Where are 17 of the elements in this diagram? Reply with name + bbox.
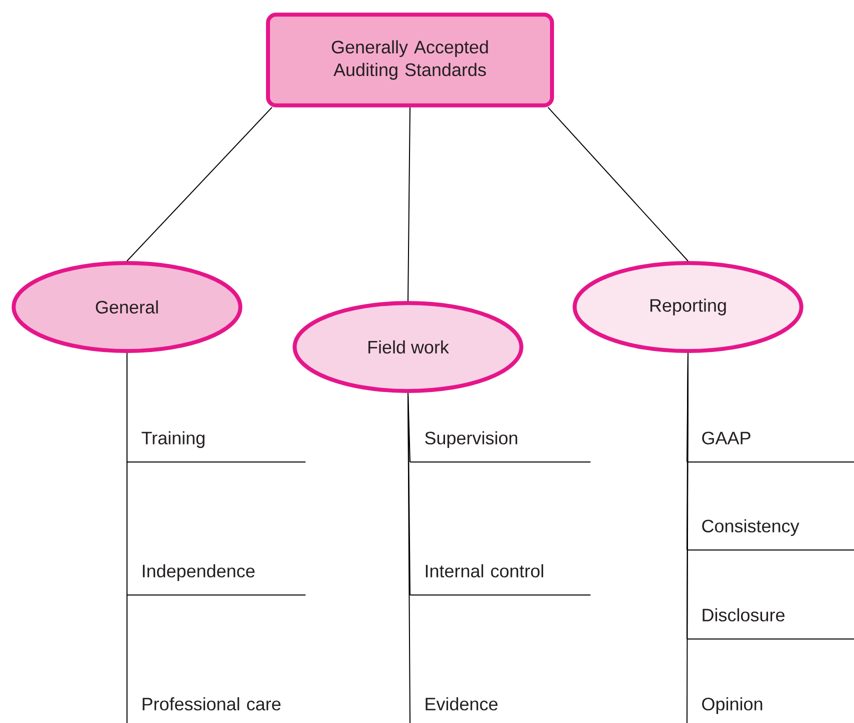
underlined-label: Internal control	[410, 564, 592, 596]
connector-line	[408, 392, 410, 723]
underlined-label: Evidence	[426, 697, 498, 710]
connector-line	[126, 106, 272, 262]
root-box: Generally Accepted Auditing Standards	[266, 12, 554, 108]
underlined-label: Independence	[126, 564, 306, 596]
underlined-label: Opinion	[702, 697, 762, 714]
connector-line	[548, 106, 688, 262]
underlined-label: GAAP	[686, 432, 854, 462]
underlined-label: Consistency	[686, 519, 854, 550]
connector-line	[126, 352, 128, 723]
underlined-label: Supervision	[410, 431, 592, 462]
underlined-label: Professional care	[142, 697, 281, 710]
connector-line	[686, 352, 688, 723]
underlined-label: Training	[126, 431, 306, 462]
underlined-label: Disclosure	[686, 608, 854, 640]
connector-line	[408, 106, 410, 302]
